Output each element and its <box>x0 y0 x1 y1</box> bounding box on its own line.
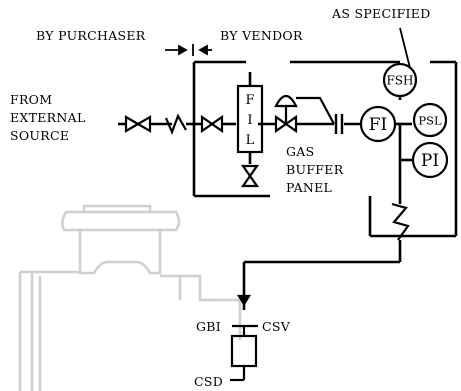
panel-label-line1: GAS <box>286 144 314 159</box>
check-valve-riser <box>391 202 410 241</box>
orifice-plate <box>334 114 344 134</box>
psl-label: PSL <box>418 114 442 128</box>
control-valve[interactable] <box>274 94 335 134</box>
panel-label-line2: BUFFER <box>286 162 344 177</box>
drain-valve[interactable] <box>240 164 260 188</box>
piping <box>118 60 458 310</box>
source-label-line3: SOURCE <box>10 128 69 143</box>
scope-divider <box>165 44 212 56</box>
as-specified-label: AS SPECIFIED <box>331 6 431 21</box>
by-vendor-label: BY VENDOR <box>220 28 303 43</box>
seal-connection <box>230 294 258 382</box>
gbi-label: GBI <box>196 319 221 334</box>
by-purchaser-label: BY PURCHASER <box>36 28 146 43</box>
valve-2[interactable] <box>200 114 224 134</box>
instrument-pi[interactable]: PI <box>411 141 449 179</box>
source-label-line2: EXTERNAL <box>10 110 86 125</box>
csd-label: CSD <box>194 374 223 389</box>
filter-letters: F I L <box>245 93 254 148</box>
check-valve-zigzag <box>164 113 187 135</box>
pi-label: PI <box>421 151 439 171</box>
filter-letter-i: I <box>247 113 252 128</box>
csv-label: CSV <box>262 319 291 334</box>
valve-1[interactable] <box>124 115 152 133</box>
fsh-label: FSH <box>386 74 413 88</box>
instrument-fsh[interactable]: FSH <box>382 62 418 98</box>
filter-letter-f: F <box>245 93 254 108</box>
filter-letter-l: L <box>246 133 255 148</box>
source-label-line1: FROM <box>10 92 52 107</box>
instrument-psl[interactable]: PSL <box>412 102 448 138</box>
machine-outline <box>18 204 242 391</box>
fi-label: FI <box>369 115 388 135</box>
panel-label-line3: PANEL <box>286 180 332 195</box>
instrument-fi[interactable]: FI <box>359 105 397 143</box>
